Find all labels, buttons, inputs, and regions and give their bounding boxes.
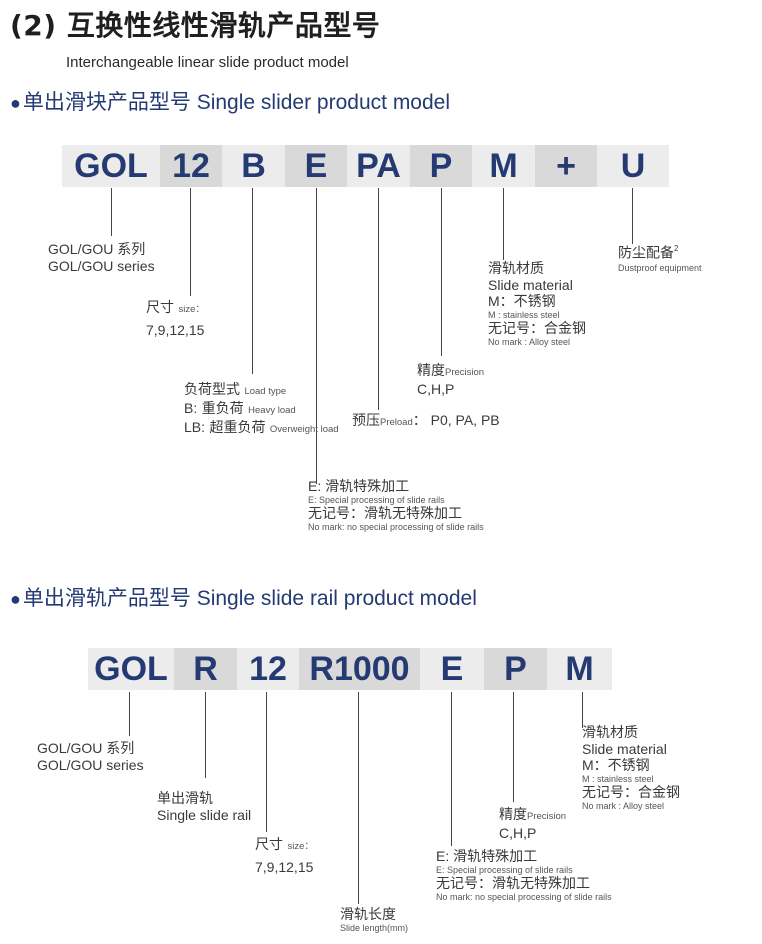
slider-code-precision: P [410,145,472,187]
slider-heading-text: 单出滑块产品型号 Single slider product model [22,91,451,114]
leader-line [111,188,112,236]
slider-code-load: B [222,145,285,187]
leader-line [378,188,379,410]
leader-line [266,692,267,832]
rail-size-label: 尺寸 size： 7,9,12,15 [255,836,314,875]
leader-line [316,188,317,484]
rail-section-heading: ●单出滑轨产品型号 Single slide rail product mode… [10,582,477,612]
slider-series-label: GOL/GOU 系列 GOL/GOU series [48,241,155,274]
leader-line [252,188,253,374]
rail-special-label: E: 滑轨特殊加工 E: Special processing of slide… [436,848,612,902]
slider-code-preload: PA [347,145,410,187]
slider-preload-label: 预压Preload： P0, PA, PB [352,412,500,428]
slider-dust-label: 防尘配备2 Dustproof equipment [618,244,702,274]
slider-code-material: M [472,145,535,187]
slider-size-label: 尺寸 size： 7,9,12,15 [146,299,205,338]
page-subtitle: Interchangeable linear slide product mod… [66,54,349,71]
slider-code-dust: U [597,145,669,187]
slider-section-heading: ●单出滑块产品型号 Single slider product model [10,86,450,116]
leader-line [190,188,191,296]
bullet-icon: ● [10,93,21,113]
rail-code-size: 12 [237,648,299,690]
leader-line [451,692,452,846]
slider-material-label: 滑轨材质 Slide material M：不锈钢 M : stainless … [488,260,586,347]
slider-code-size: 12 [160,145,222,187]
leader-line [205,692,206,778]
slider-load-label: 负荷型式 Load type B: 重负荷 Heavy load LB: 超重负… [184,381,339,435]
leader-line [582,692,583,728]
rail-precision-label: 精度Precision C,H,P [499,806,567,841]
slider-code-plus: + [535,145,597,187]
leader-line [513,692,514,802]
bullet-icon: ● [10,589,21,609]
leader-line [358,692,359,904]
rail-code-material: M [547,648,612,690]
rail-code-special: E [420,648,484,690]
rail-code-precision: P [484,648,547,690]
rail-series-label: GOL/GOU 系列 GOL/GOU series [37,740,144,773]
slider-code-gol: GOL [62,145,160,187]
slider-precision-label: 精度Precision C,H,P [417,362,485,397]
rail-type-label: 单出滑轨 Single slide rail [157,790,252,823]
rail-length-label: 滑轨长度 Slide length(mm) [340,906,409,933]
page-title: (2) 互换性线性滑轨产品型号 [10,9,381,42]
leader-line [441,188,442,356]
rail-heading-text: 单出滑轨产品型号 Single slide rail product model [22,587,477,610]
rail-code-gol: GOL [88,648,174,690]
rail-code-length: R1000 [299,648,420,690]
leader-line [129,692,130,736]
slider-special-label: E: 滑轨特殊加工 E: Special processing of slide… [308,478,484,532]
rail-code-rail: R [174,648,237,690]
slider-code-special: E [285,145,347,187]
leader-line [503,188,504,260]
leader-line [632,188,633,244]
rail-material-label: 滑轨材质 Slide material M：不锈钢 M : stainless … [582,724,680,811]
